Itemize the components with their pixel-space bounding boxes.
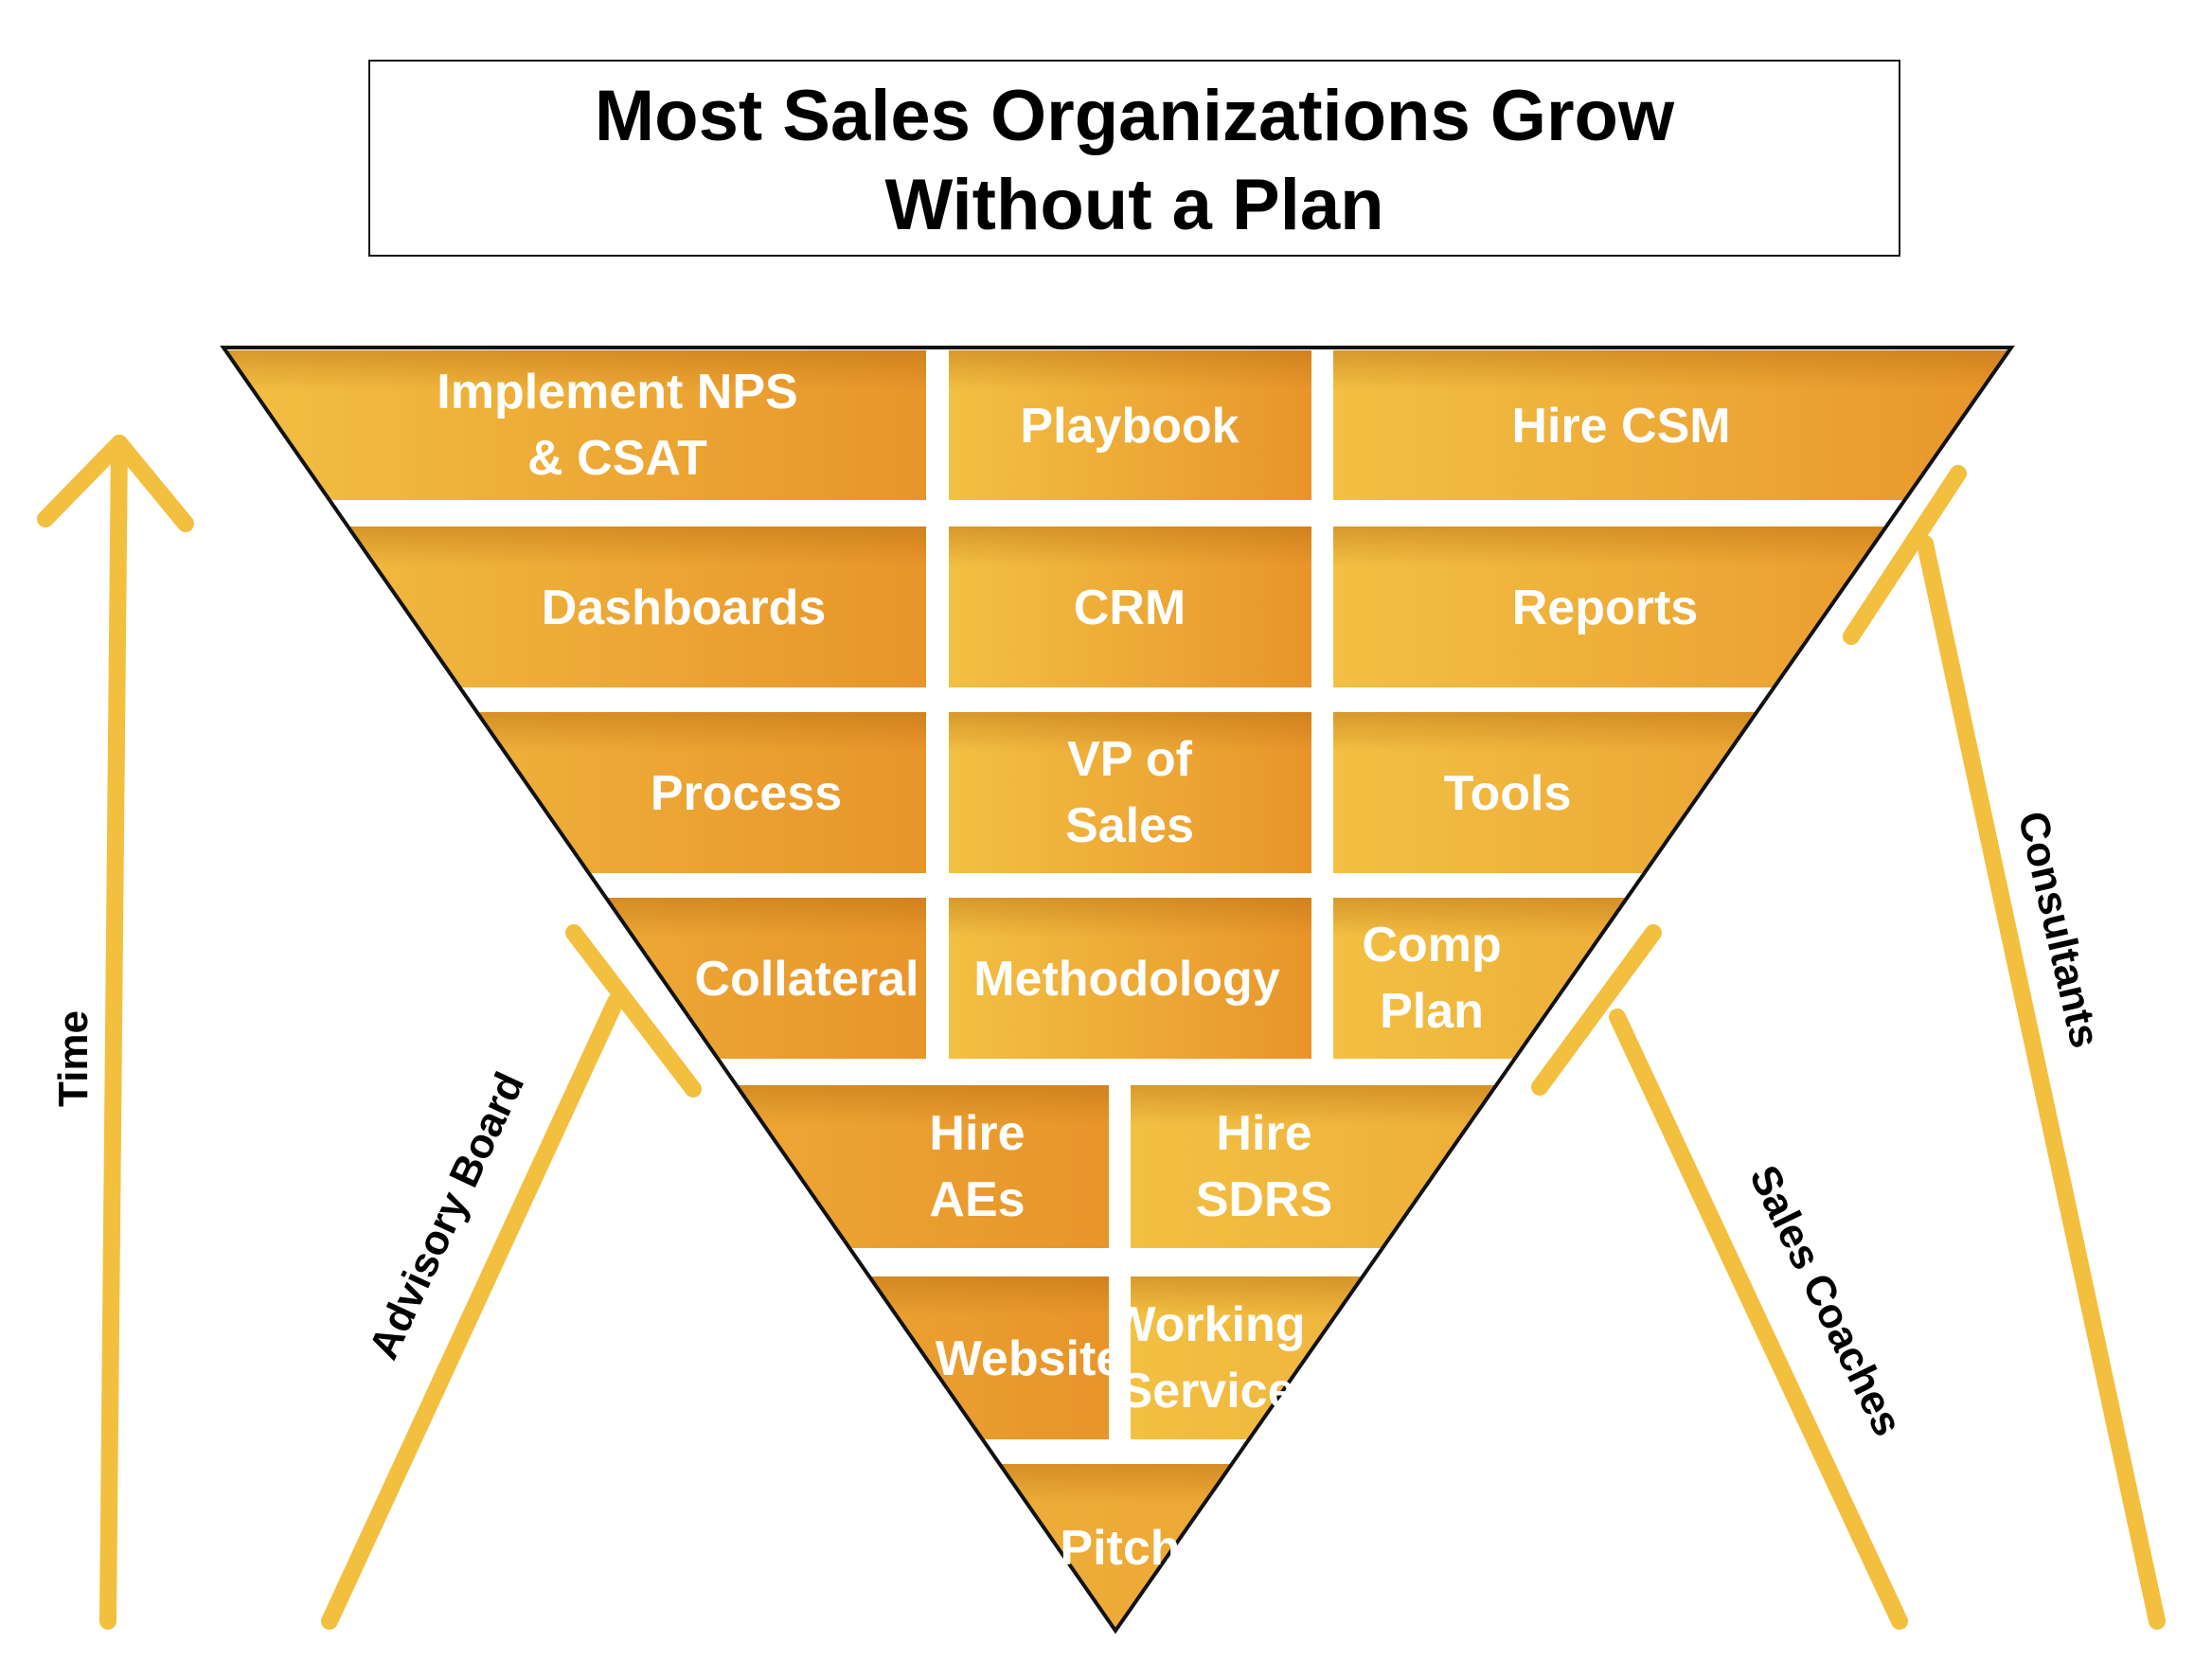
pyramid-block-label: Sales bbox=[1065, 798, 1194, 853]
pyramid-block-label: Implement NPS bbox=[437, 365, 797, 420]
pyramid-block-shade bbox=[1333, 350, 2011, 390]
pyramid-block-shade bbox=[949, 898, 1311, 937]
sales-coaches-arrow bbox=[1531, 924, 1908, 1630]
pyramid-block-label: VP of bbox=[1067, 732, 1193, 787]
pyramid-block-label: Collateral bbox=[695, 952, 919, 1007]
pyramid-block-label: Hire CSM bbox=[1511, 399, 1730, 454]
pyramid-block-shade bbox=[949, 712, 1311, 752]
pyramid-block-shade bbox=[223, 1464, 2011, 1504]
title-box: Most Sales Organizations Grow Without a … bbox=[368, 60, 1900, 257]
pyramid-block-label: Website bbox=[936, 1331, 1123, 1386]
pyramid-block-shade bbox=[223, 527, 926, 566]
pyramid-block-shade bbox=[223, 1276, 1109, 1316]
pyramid-block-label: Comp bbox=[1362, 918, 1501, 973]
consultants-arrow bbox=[1843, 465, 2166, 1630]
pyramid-outline bbox=[220, 346, 2015, 1634]
pyramid-block-label: Process bbox=[651, 766, 842, 821]
pyramid-block-label: & CSAT bbox=[527, 431, 707, 486]
pyramid-block-label: Service bbox=[1119, 1364, 1294, 1419]
title-line-1: Most Sales Organizations Grow bbox=[595, 76, 1675, 156]
pyramid-block-label: AEs bbox=[929, 1172, 1025, 1227]
pyramid-block-label: Hire bbox=[1216, 1106, 1311, 1161]
pyramid-block-shade bbox=[223, 712, 926, 752]
time-arrow bbox=[37, 435, 194, 1630]
pyramid-block-shade bbox=[223, 350, 926, 390]
pyramid-block-label: Methodology bbox=[973, 952, 1280, 1007]
pyramid-block-label: CRM bbox=[1074, 580, 1186, 635]
pyramid-block-shade bbox=[949, 350, 1311, 390]
pyramid-block-label: SDRS bbox=[1196, 1172, 1332, 1227]
pyramid-block-label: Dashboards bbox=[542, 580, 827, 635]
pyramid-block-label: Tools bbox=[1444, 766, 1572, 821]
time-label: Time bbox=[50, 1010, 97, 1107]
pyramid-block-shade bbox=[1333, 712, 2011, 752]
pyramid-block-label: Pitch bbox=[1060, 1521, 1180, 1576]
pyramid-labels: Implement NPS & CSAT Playbook Hire CSM Dashb… bbox=[437, 365, 1730, 1576]
title-line-2: Without a Plan bbox=[884, 165, 1383, 245]
pyramid-block-label: Plan bbox=[1380, 984, 1484, 1039]
pyramid-block-label: Playbook bbox=[1020, 399, 1239, 454]
pyramid-block-label: Hire bbox=[929, 1106, 1025, 1161]
sales-coaches-label: Sales Coaches bbox=[1740, 1158, 1911, 1443]
inverted-pyramid: Implement NPS & CSAT Playbook Hire CSM Dashb… bbox=[220, 346, 2015, 1634]
pyramid-block-shade bbox=[949, 527, 1311, 566]
pyramid-block-label: Reports bbox=[1512, 580, 1698, 635]
pyramid-block-label: Working bbox=[1109, 1297, 1305, 1352]
advisory-board-arrow bbox=[321, 924, 702, 1630]
